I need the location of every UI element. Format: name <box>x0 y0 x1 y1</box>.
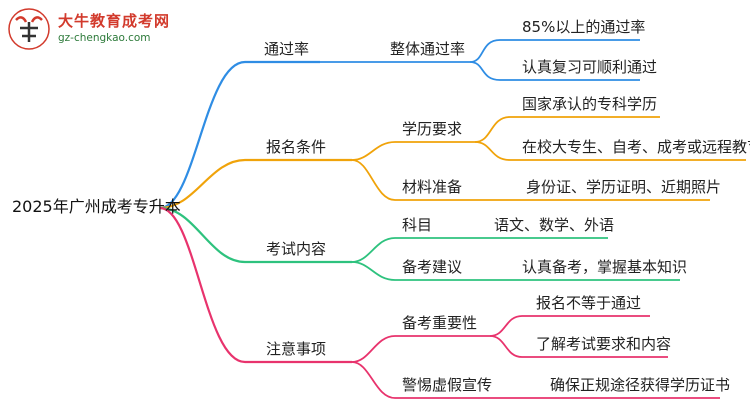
leaf-study-to-pass: 认真复习可顺利通过 <box>522 58 658 76</box>
leaf-subjects-list: 语文、数学、外语 <box>494 216 615 234</box>
logo-url: gz-chengkao.com <box>58 32 151 44</box>
connector-overall-leaf-1 <box>469 39 640 63</box>
leaf-study-basics: 认真备考，掌握基本知识 <box>522 258 688 276</box>
node-education-requirement: 学历要求 <box>402 120 463 138</box>
leaf-pass-rate-85: 85%以上的通过率 <box>522 18 646 36</box>
leaf-recognized-diploma: 国家承认的专科学历 <box>522 95 658 113</box>
connector-root-notes <box>159 206 352 364</box>
node-beware-false-ads: 警惕虚假宣传 <box>402 376 493 394</box>
node-subjects: 科目 <box>402 216 433 234</box>
node-exam-advice: 备考建议 <box>402 258 463 276</box>
connector-importance-leaf-1 <box>489 315 650 337</box>
node-prep-importance: 备考重要性 <box>402 314 478 332</box>
connector-root-apply <box>159 158 352 210</box>
leaf-legit-certificate: 确保正规途径获得学历证书 <box>550 376 731 394</box>
connector-apply-materials <box>351 159 475 201</box>
leaf-registration-not-pass: 报名不等于通过 <box>536 294 642 312</box>
connector-notes-beware <box>351 361 500 399</box>
leaf-know-exam-requirements: 了解考试要求和内容 <box>536 335 672 353</box>
node-materials: 材料准备 <box>402 178 463 196</box>
root-node: 2025年广州成考专升本 <box>12 197 181 216</box>
connector-importance-leaf-2 <box>489 335 668 358</box>
connector-notes-importance <box>351 335 490 363</box>
connector-root-pass-rate <box>159 60 320 210</box>
branch-notes: 注意事项 <box>266 340 327 358</box>
logo-title: 大牛教育成考网 <box>58 12 171 30</box>
connector-apply-education <box>351 141 475 161</box>
leaf-materials-list: 身份证、学历证明、近期照片 <box>526 178 722 196</box>
connector-root-exam <box>159 206 352 264</box>
connector-exam-subjects <box>351 237 450 263</box>
connector-exam-advice <box>351 261 470 281</box>
branch-pass-rate: 通过率 <box>264 40 310 58</box>
connector-education-leaf-1 <box>474 116 660 143</box>
connector-education-leaf-2 <box>474 141 746 161</box>
leaf-eligible-students: 在校大专生、自考、成考或远程教育 <box>522 138 750 156</box>
bull-logo-icon <box>8 8 50 50</box>
branch-exam: 考试内容 <box>266 240 327 258</box>
brand-logo: 大牛教育成考网 gz-chengkao.com <box>6 6 176 52</box>
node-overall-pass-rate: 整体通过率 <box>390 40 466 58</box>
connector-overall-leaf-2 <box>469 61 640 81</box>
branch-apply: 报名条件 <box>266 138 327 156</box>
